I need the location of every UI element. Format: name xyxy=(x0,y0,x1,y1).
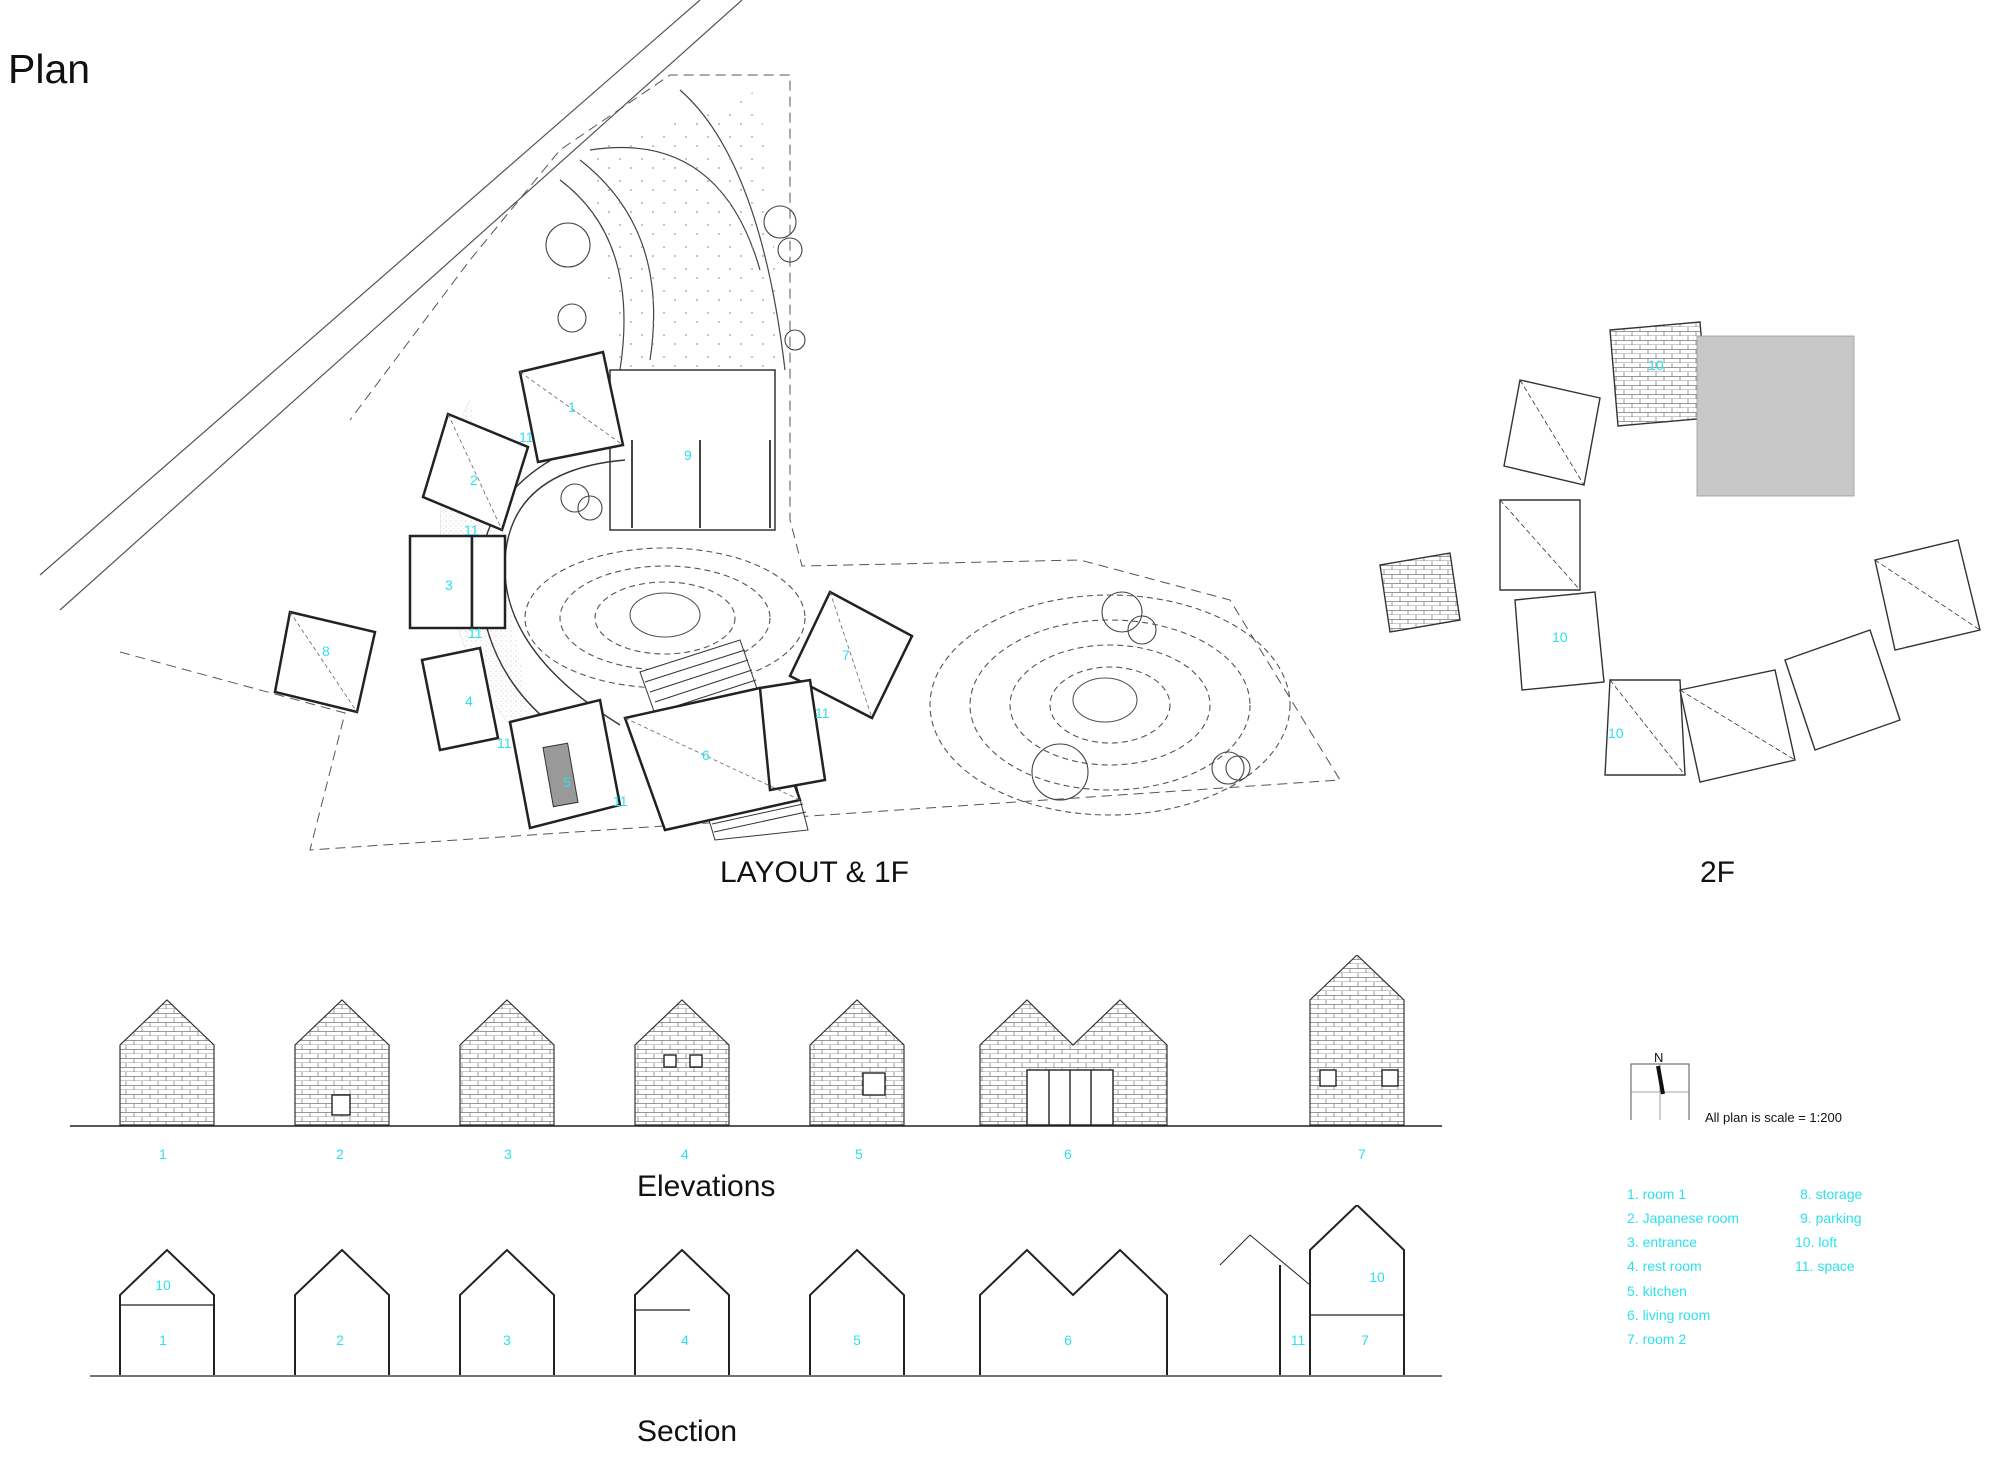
rooms-1f xyxy=(273,350,914,832)
legend-item: 3. entrance xyxy=(1627,1234,1698,1250)
section-number: 2 xyxy=(336,1332,344,1348)
parking-area xyxy=(559,89,786,531)
elevation-number: 1 xyxy=(159,1146,167,1162)
elevation-number: 5 xyxy=(855,1146,863,1162)
legend-item: 2. Japanese room xyxy=(1627,1210,1740,1226)
legend-item: 5. kitchen xyxy=(1627,1283,1687,1299)
legend-item: 4. rest room xyxy=(1627,1258,1702,1274)
room-number: 11 xyxy=(613,793,628,809)
room-number: 4 xyxy=(465,693,473,709)
room-details xyxy=(289,371,873,801)
room-number: 6 xyxy=(702,747,710,763)
elevation-number: 2 xyxy=(336,1146,344,1162)
room-number: 2 xyxy=(470,472,478,488)
section-caption: Section xyxy=(637,1415,738,1448)
room-number-labels: 1 2 3 4 5 6 7 8 9 11 11 11 11 11 11 xyxy=(322,399,850,809)
section-number: 3 xyxy=(503,1332,511,1348)
layout-1f-plan: 1 2 3 4 5 6 7 8 9 11 11 11 11 11 11 xyxy=(39,0,1341,851)
section-loft: 10 xyxy=(155,1277,171,1293)
contour-lines xyxy=(524,547,1291,816)
room-number: 7 xyxy=(842,647,850,663)
sections-drawing: 10 1 2 3 4 5 6 7 10 11 xyxy=(90,1205,1442,1377)
floor-2-plan: 10 10 10 xyxy=(1379,321,1981,783)
loft-number: 10 xyxy=(1552,629,1568,645)
elevation-number: 3 xyxy=(504,1146,512,1162)
legend-item: 8. storage xyxy=(1800,1186,1863,1202)
elevation-number: 6 xyxy=(1064,1146,1072,1162)
legend-item: 10. loft xyxy=(1795,1234,1838,1250)
second-floor-caption: 2F xyxy=(1700,856,1736,889)
legend-item: 6. living room xyxy=(1627,1307,1711,1323)
section-number: 4 xyxy=(681,1332,689,1348)
section-loft: 10 xyxy=(1369,1269,1385,1285)
section-number: 1 xyxy=(159,1332,167,1348)
elevation-number: 7 xyxy=(1358,1146,1366,1162)
room-number: 11 xyxy=(519,429,534,445)
section-number: 5 xyxy=(853,1332,861,1348)
north-label: N xyxy=(1654,1050,1664,1065)
section-number: 6 xyxy=(1064,1332,1072,1348)
room-number: 11 xyxy=(497,735,512,751)
legend-item: 11. space xyxy=(1795,1258,1855,1274)
elevations-drawing: 1 xyxy=(70,955,1442,1127)
room-number: 3 xyxy=(445,577,453,593)
trees xyxy=(545,205,1251,801)
room-number: 8 xyxy=(322,643,330,659)
elevation-number: 4 xyxy=(681,1146,689,1162)
loft-number: 10 xyxy=(1648,357,1664,373)
loft-number: 10 xyxy=(1608,725,1624,741)
room-number: 11 xyxy=(815,705,830,721)
layout-caption: LAYOUT & 1F xyxy=(720,856,909,889)
legend-item: 7. room 2 xyxy=(1627,1331,1687,1347)
legend-item: 9. parking xyxy=(1800,1210,1862,1226)
room-number: 5 xyxy=(563,774,571,790)
legend-item: 1. room 1 xyxy=(1627,1186,1687,1202)
room-number: 9 xyxy=(684,447,692,463)
scale-note: All plan is scale = 1:200 xyxy=(1705,1110,1842,1125)
north-arrow xyxy=(1630,1063,1690,1120)
room-number: 11 xyxy=(464,522,479,538)
room-number: 1 xyxy=(568,399,576,415)
elevations-caption: Elevations xyxy=(637,1170,776,1203)
room-number: 11 xyxy=(468,625,483,641)
sheet-title: Plan xyxy=(8,46,91,92)
section-space: 11 xyxy=(1291,1332,1306,1348)
section-number: 7 xyxy=(1361,1332,1369,1348)
site-boundary xyxy=(39,0,1341,851)
